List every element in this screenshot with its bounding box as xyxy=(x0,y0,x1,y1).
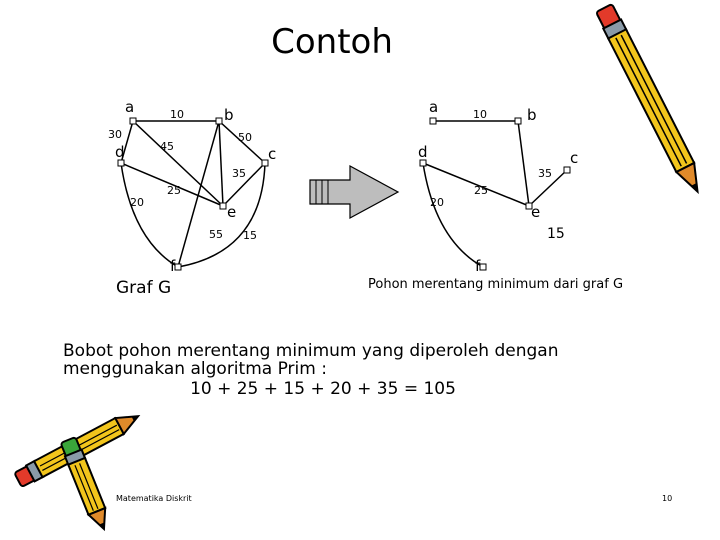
mst-vertices xyxy=(419,117,571,271)
mst-weight-d-f: 20 xyxy=(430,196,444,209)
result-line-2: menggunakan algoritma Prim : xyxy=(63,359,327,379)
graph-g-vertex-f xyxy=(174,263,182,271)
graph-g-weight-a-b: 10 xyxy=(170,108,184,121)
graph-g-weight-c-e: 15 xyxy=(243,229,257,242)
graph-g-vertex-b xyxy=(215,117,223,125)
mst-edge-d-e xyxy=(422,162,530,207)
mst-vertex-d xyxy=(419,159,427,167)
mst-vertex-a xyxy=(429,117,437,125)
graph-g-vertex-c xyxy=(261,159,269,167)
mst-label-c: c xyxy=(570,149,578,167)
mst-label-e: e xyxy=(531,203,540,221)
mst-weight-d-e: 25 xyxy=(474,184,488,197)
footer-page-number: 10 xyxy=(662,494,673,503)
graph-g-weight-d-f: 20 xyxy=(130,196,144,209)
graph-g-edge-b-f xyxy=(177,120,220,268)
graph-g-weight-d-e: 25 xyxy=(167,184,181,197)
crossed-pencils-icon xyxy=(14,414,141,532)
result-text: Bobot pohon merentang minimum yang diper… xyxy=(63,342,623,398)
graph-g-edge-d-f xyxy=(120,162,179,268)
graph-g-edge-a-e xyxy=(132,120,224,207)
mst-label-a: a xyxy=(429,98,438,116)
graph-g-edge-c-f xyxy=(177,162,266,268)
mst-label-d: d xyxy=(418,143,428,161)
mst-edge-d-f xyxy=(422,162,484,268)
mst-weight-c-e: 15 xyxy=(547,226,565,242)
graph-g-vertex-e xyxy=(219,202,227,210)
mst-vertex-c xyxy=(563,166,571,174)
mst-vertex-e xyxy=(525,202,533,210)
mst-vertex-b xyxy=(514,117,522,125)
result-equation: 10 + 25 + 15 + 20 + 35 = 105 xyxy=(190,379,456,399)
right-arrow-icon xyxy=(309,164,400,220)
graph-g-weight-b-c: 50 xyxy=(238,131,252,144)
graph-g-label-b: b xyxy=(224,106,234,124)
graph-g-weight-b-f: 55 xyxy=(209,228,223,241)
slide-title: Contoh xyxy=(271,22,393,62)
graph-g-label-e: e xyxy=(227,203,236,221)
graph-g-label-c: c xyxy=(268,145,276,163)
graph-g-weight-b-e: 35 xyxy=(232,167,246,180)
graph-g-edge-d-e xyxy=(120,162,224,207)
mst-weight-a-b: 10 xyxy=(473,108,487,121)
result-line-1: Bobot pohon merentang minimum yang diper… xyxy=(63,341,559,361)
graph-g-edge-c-e xyxy=(222,162,266,207)
pencil-icon xyxy=(596,3,699,195)
graph-g-edge-b-c xyxy=(218,120,266,164)
mst-weight-b-e: 35 xyxy=(538,167,552,180)
mst-edge-c-e xyxy=(528,169,568,207)
graph-g-vertex-a xyxy=(129,117,137,125)
graph-g-edge-a-d xyxy=(120,120,134,164)
mst-labels: a b c d e f 10 35 25 20 15 xyxy=(418,98,578,275)
mst-vertex-f xyxy=(479,263,487,271)
graph-g-label-a: a xyxy=(125,98,134,116)
graph-g xyxy=(120,120,266,268)
footer-course-name: Matematika Diskrit xyxy=(116,494,192,503)
mst-label-b: b xyxy=(527,106,537,124)
graph-g-vertices xyxy=(117,117,269,271)
graph-g-label-f: f xyxy=(170,257,176,275)
mst-caption: Pohon merentang minimum dari graf G xyxy=(368,277,624,292)
graph-g-labels: a b c d e f 10 30 45 50 35 55 15 25 20 xyxy=(108,98,276,275)
mst-edge-b-e xyxy=(517,120,530,207)
graph-g-label-d: d xyxy=(115,143,125,161)
graph-g-vertex-d xyxy=(117,159,125,167)
graph-g-caption: Graf G xyxy=(116,278,172,298)
graph-g-weight-a-d: 30 xyxy=(108,128,122,141)
mst-graph xyxy=(422,120,568,268)
graph-g-edge-b-e xyxy=(218,120,224,207)
graph-g-weight-a-e: 45 xyxy=(160,140,174,153)
mst-label-f: f xyxy=(475,257,481,275)
